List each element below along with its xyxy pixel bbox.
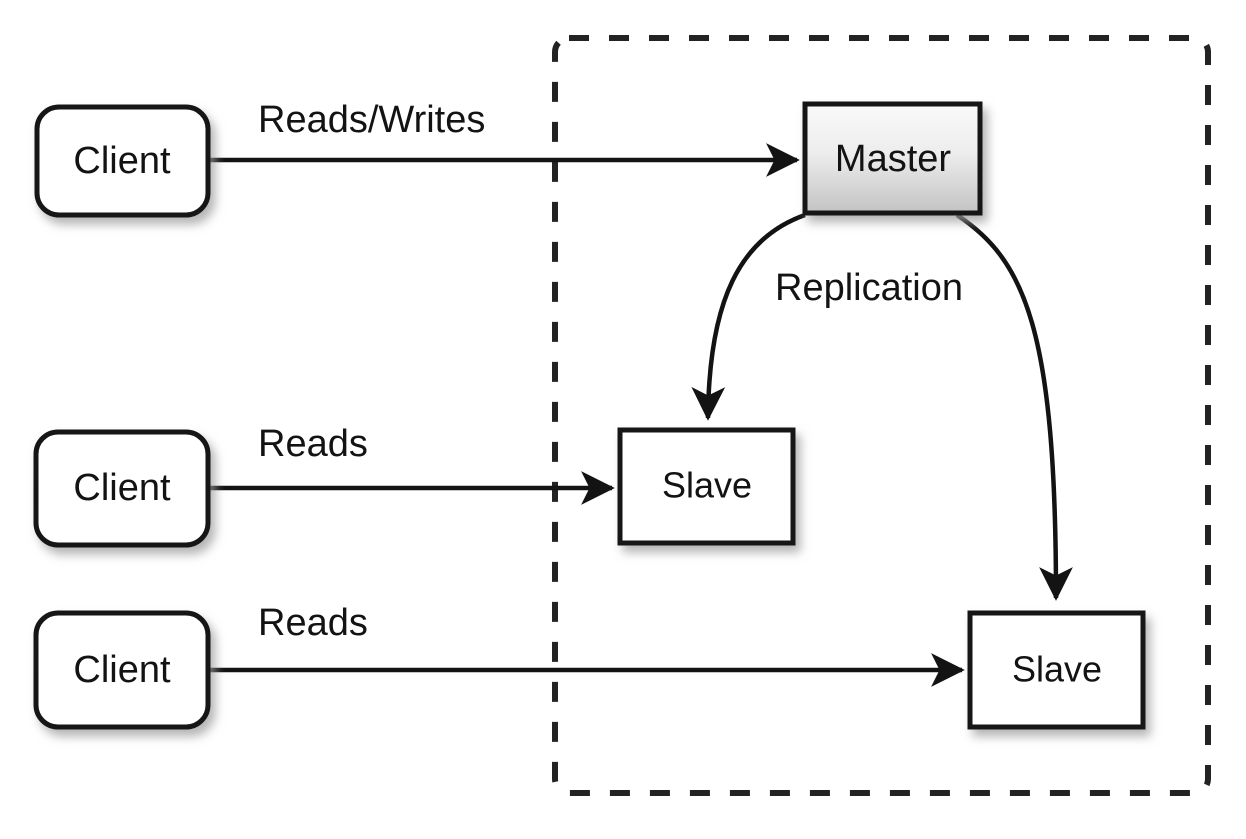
node-client-3-label: Client [73,649,171,691]
edge-master-to-slave1 [691,212,806,421]
edge-label-reads-bottom: Reads [258,602,368,644]
edge-label-reads-middle: Reads [258,423,368,465]
node-client-1[interactable]: Client [34,104,211,218]
edge-master-to-slave2 [955,213,1073,601]
edge-label-reads-writes: Reads/Writes [258,99,485,141]
edge-label-replication: Replication [775,267,963,309]
node-slave-1-label: Slave [662,465,752,506]
node-client-3[interactable]: Client [33,610,211,730]
node-slave-2[interactable]: Slave [967,610,1146,730]
node-client-2-label: Client [73,467,171,509]
node-master-label: Master [835,138,951,180]
node-client-2[interactable]: Client [33,429,211,548]
database-cluster-boundary [552,35,1211,796]
node-slave-2-label: Slave [1012,649,1102,690]
node-master[interactable]: Master [802,101,983,216]
node-slave-1[interactable]: Slave [617,427,796,546]
node-client-1-label: Client [73,140,171,182]
